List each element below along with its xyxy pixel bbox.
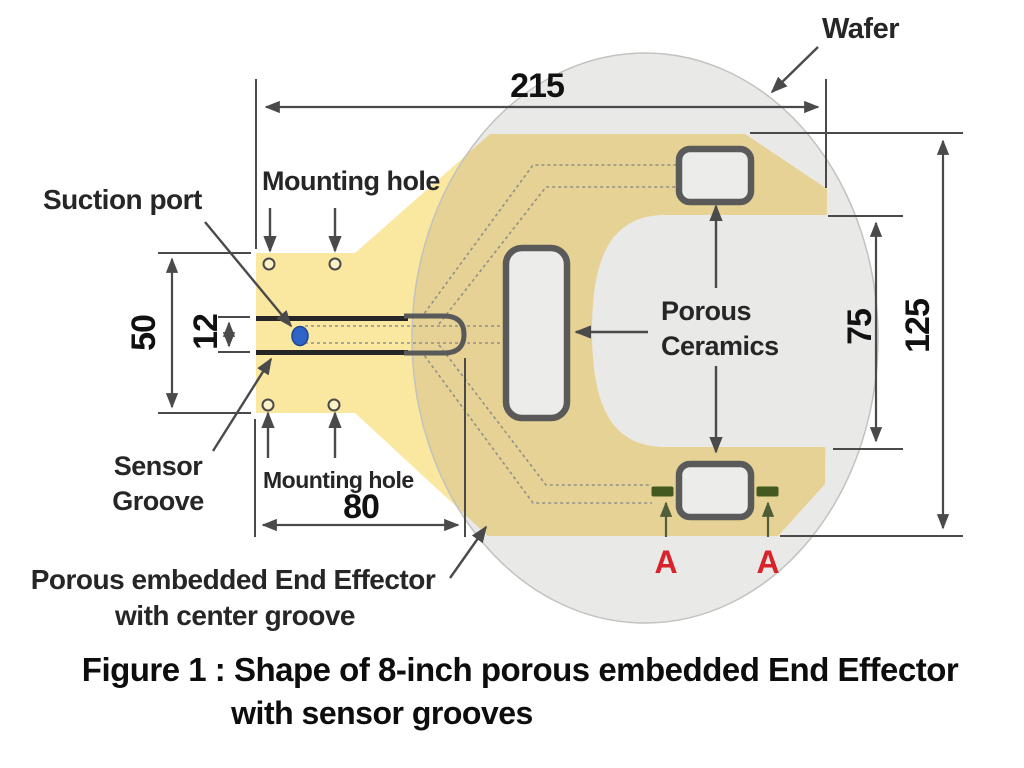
wafer-leader	[770, 46, 819, 94]
mounting-hole-bottom-left	[261, 398, 275, 412]
porous-ceramics-label-line1: Porous	[661, 296, 751, 326]
dim-125-label: 125	[899, 299, 937, 353]
sensor-groove-label-line2: Groove	[112, 486, 204, 516]
mounting-hole-top-right	[328, 257, 342, 271]
dim-12-label: 12	[187, 314, 225, 350]
porous-ceramic-bottom	[675, 460, 755, 521]
section-marker-a-left: A	[654, 544, 677, 580]
mounting-hole-top-label: Mounting hole	[262, 166, 440, 196]
inner-cutout	[592, 215, 851, 447]
end-effector-label-line1: Porous embedded End Effector	[31, 564, 436, 595]
leader-arrows	[204, 46, 819, 579]
wafer-label: Wafer	[822, 13, 899, 45]
dimension-lines	[165, 100, 950, 532]
dim-215-label: 215	[510, 67, 564, 105]
porous-ceramics-label-line2: Ceramics	[661, 331, 779, 361]
sensor-groove-dashed-lines	[305, 164, 677, 504]
extension-lines	[158, 79, 963, 537]
porous-ceramic-center	[502, 244, 571, 422]
mounting-holes	[261, 257, 342, 412]
porous-ceramic-top	[675, 145, 755, 206]
groove-end-cap	[404, 313, 467, 356]
end-effector-label-line2: with center groove	[114, 600, 355, 631]
sensor-groove-leader	[211, 357, 273, 452]
suction-port-label: Suction port	[43, 184, 202, 215]
sensor-bar-right	[756, 486, 779, 497]
suction-port-dot	[291, 325, 309, 347]
dim-80-label: 80	[343, 488, 379, 526]
section-marker-a-right: A	[756, 544, 779, 580]
mounting-hole-bottom-label: Mounting hole	[263, 467, 414, 493]
sensor-groove-label-line1: Sensor	[114, 451, 204, 481]
figure-caption-line2: with sensor grooves	[230, 695, 533, 731]
dim-75-label: 75	[841, 309, 879, 345]
suction-port-leader	[204, 221, 293, 328]
mounting-hole-top-left	[262, 257, 276, 271]
dim-50-label: 50	[125, 315, 163, 351]
figure-caption-line1: Figure 1 : Shape of 8-inch porous embedd…	[82, 651, 959, 688]
mounting-hole-bottom-right	[327, 398, 341, 412]
end-effector-leader	[449, 525, 487, 579]
sensor-bar-left	[651, 486, 674, 497]
